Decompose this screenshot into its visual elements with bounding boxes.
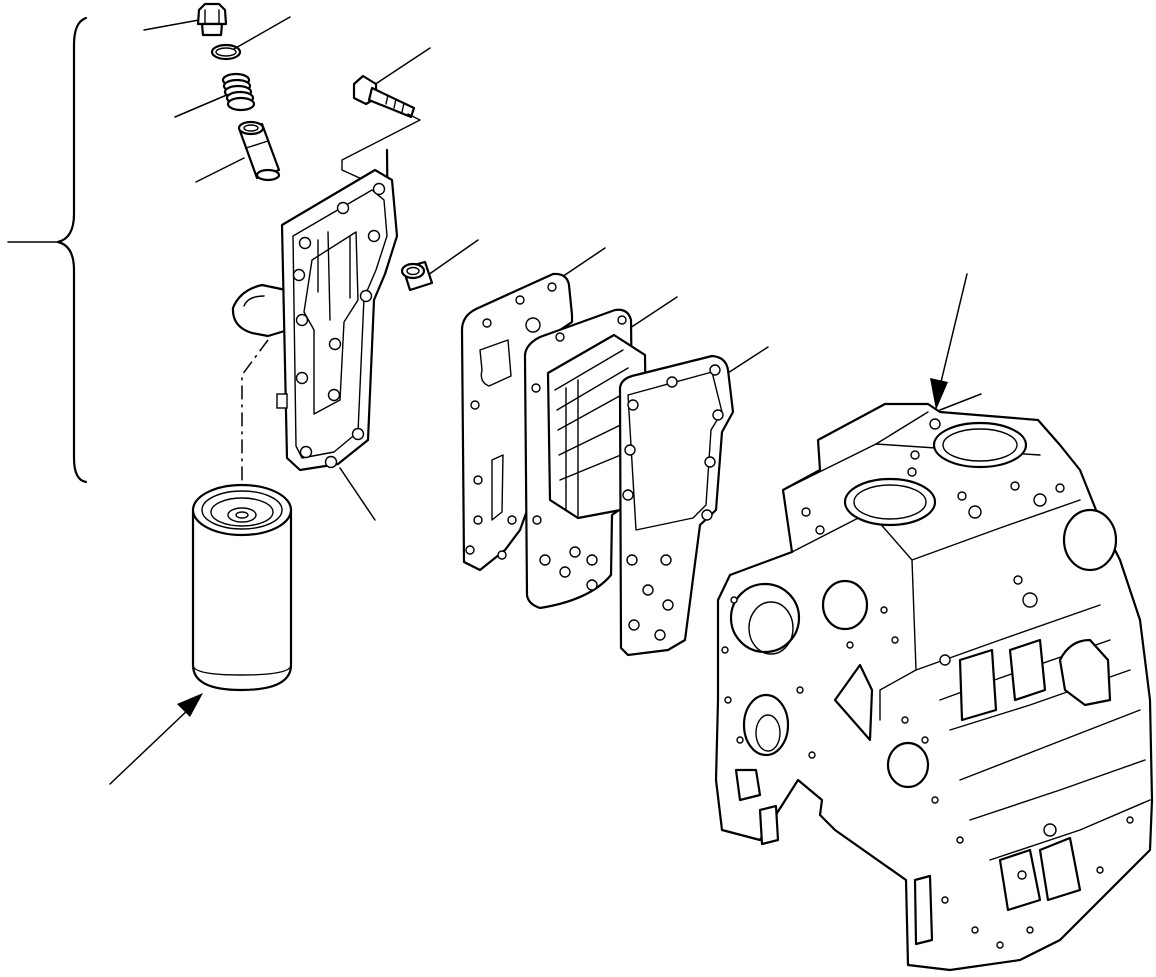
arrow-to-filter [109, 693, 203, 785]
valve [237, 120, 281, 182]
filter-center-line [241, 339, 269, 495]
bolt-guide-line [341, 113, 421, 191]
spring [221, 72, 256, 112]
connector [400, 260, 434, 292]
oil-filter-head [231, 168, 399, 472]
arrow-head-icon [930, 378, 948, 410]
gasket-rear [618, 354, 735, 657]
cylinder-block [714, 402, 1154, 972]
plug [196, 2, 228, 37]
assembly-bracket [7, 16, 88, 484]
oil-filter-cartridge [191, 483, 293, 692]
arrow-to-block [930, 273, 968, 410]
bolt [352, 74, 416, 119]
o-ring [210, 43, 242, 61]
leader-lines [143, 16, 982, 521]
arrow-head-icon [177, 693, 203, 717]
